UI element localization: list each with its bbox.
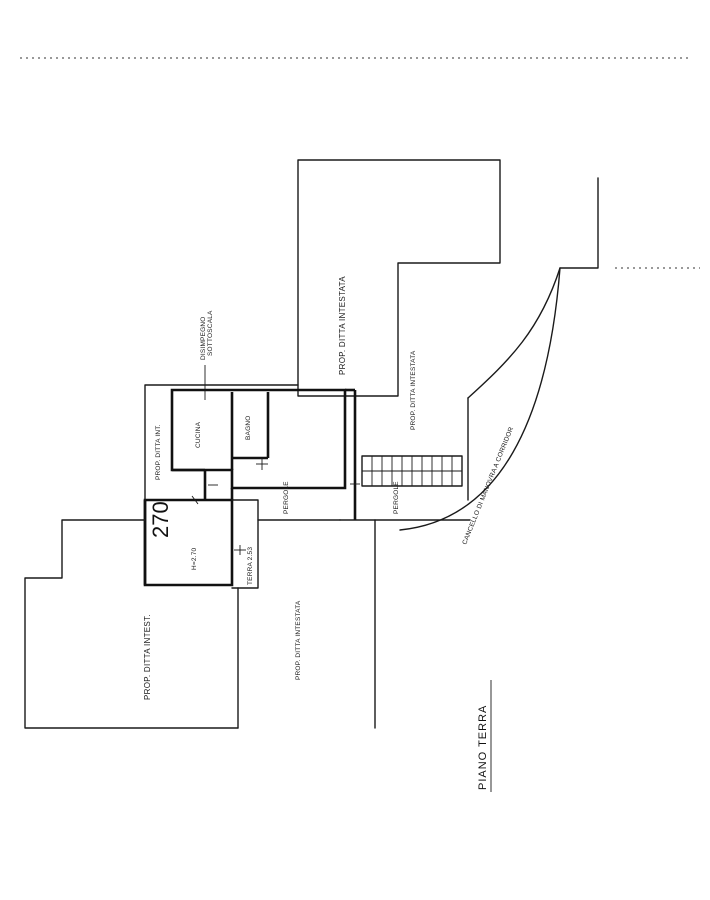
- dimension-ticks: [191, 458, 360, 555]
- label-prop-ditta-intest: PROP. DITTA INTEST.: [143, 614, 152, 700]
- property-outline-top: [297, 159, 501, 397]
- label-room-number: 270: [148, 501, 173, 538]
- label-prop-ditta-intestata-mid: PROP. DITTA INTESTATA: [410, 350, 417, 430]
- boundary-left-upper: [144, 384, 299, 501]
- label-sottoscala: SOTTOSCALA: [207, 310, 214, 356]
- label-prop-ditta-intestata-top: PROP. DITTA INTESTATA: [338, 276, 347, 375]
- label-cancello: CANCELLO DI MANOVRA A CORRIDOR: [461, 426, 515, 546]
- boundary-right: [467, 177, 599, 399]
- label-pergole-2: PERGOLE: [393, 481, 400, 514]
- staircase: [361, 455, 463, 487]
- label-disimpegno: DISIMPEGNO: [200, 316, 207, 360]
- building-walls: [143, 388, 471, 589]
- label-bagno: BAGNO: [245, 416, 252, 440]
- label-terra: TERRA 2.53: [247, 547, 254, 585]
- plan-title: PIANO TERRA: [477, 680, 492, 792]
- label-height: H=2.70: [191, 547, 198, 570]
- label-cucina: CUCINA: [195, 421, 202, 448]
- driveway-curve: [399, 267, 561, 531]
- label-prop-ditta-int: PROP. DITTA INT.: [155, 424, 162, 480]
- property-outline-left: [24, 519, 239, 729]
- label-prop-ditta-intestata-low: PROP. DITTA INTESTATA: [295, 600, 302, 680]
- scan-artifacts: [20, 57, 700, 269]
- label-pergole-1: PERGOLE: [283, 481, 290, 514]
- title-piano-terra: PIANO TERRA: [477, 705, 489, 790]
